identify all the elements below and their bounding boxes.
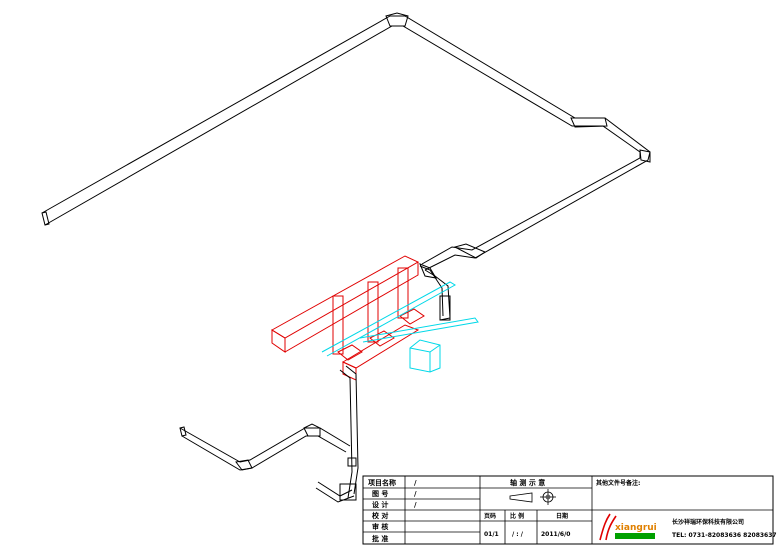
- company-tel: TEL: 0731-82083636 82083637: [672, 532, 777, 539]
- company-name: 长沙祥瑞环保科技有限公司: [672, 518, 744, 526]
- equipment-frame: [271, 255, 425, 381]
- value-date: 2011/6/0: [541, 531, 570, 538]
- value-scale: / : /: [512, 531, 524, 538]
- title-block: 项目名称 图 号 设 计 校 对 审 核 批 准 / / / 轴 测 示 意 页…: [362, 475, 777, 545]
- row-value-drawing-no: /: [414, 490, 417, 498]
- row-label-project: 项目名称: [368, 478, 396, 487]
- header-date: 日期: [556, 512, 568, 520]
- row-label-review: 审 核: [372, 522, 388, 531]
- row-label-drawing-no: 图 号: [372, 489, 388, 498]
- row-label-approve: 批 准: [372, 534, 388, 543]
- upper-duct-run: [41, 12, 651, 271]
- company-logo: xiangrui: [599, 513, 657, 541]
- notes-label: 其他文件号备注:: [596, 479, 640, 487]
- logo-wordmark: xiangrui: [615, 523, 657, 533]
- header-page: 页码: [484, 512, 496, 520]
- riser-duct: [419, 263, 451, 321]
- row-value-project: /: [414, 479, 417, 487]
- value-page: 01/1: [484, 531, 499, 538]
- pipework: [321, 281, 479, 373]
- row-label-check: 校 对: [372, 511, 388, 520]
- lower-duct-run: [179, 365, 359, 503]
- row-label-design: 设 计: [372, 500, 388, 509]
- drawing-title: 轴 测 示 意: [510, 478, 545, 487]
- header-scale: 比 例: [510, 512, 524, 520]
- row-value-design: /: [414, 501, 417, 509]
- projection-symbol: [509, 489, 556, 505]
